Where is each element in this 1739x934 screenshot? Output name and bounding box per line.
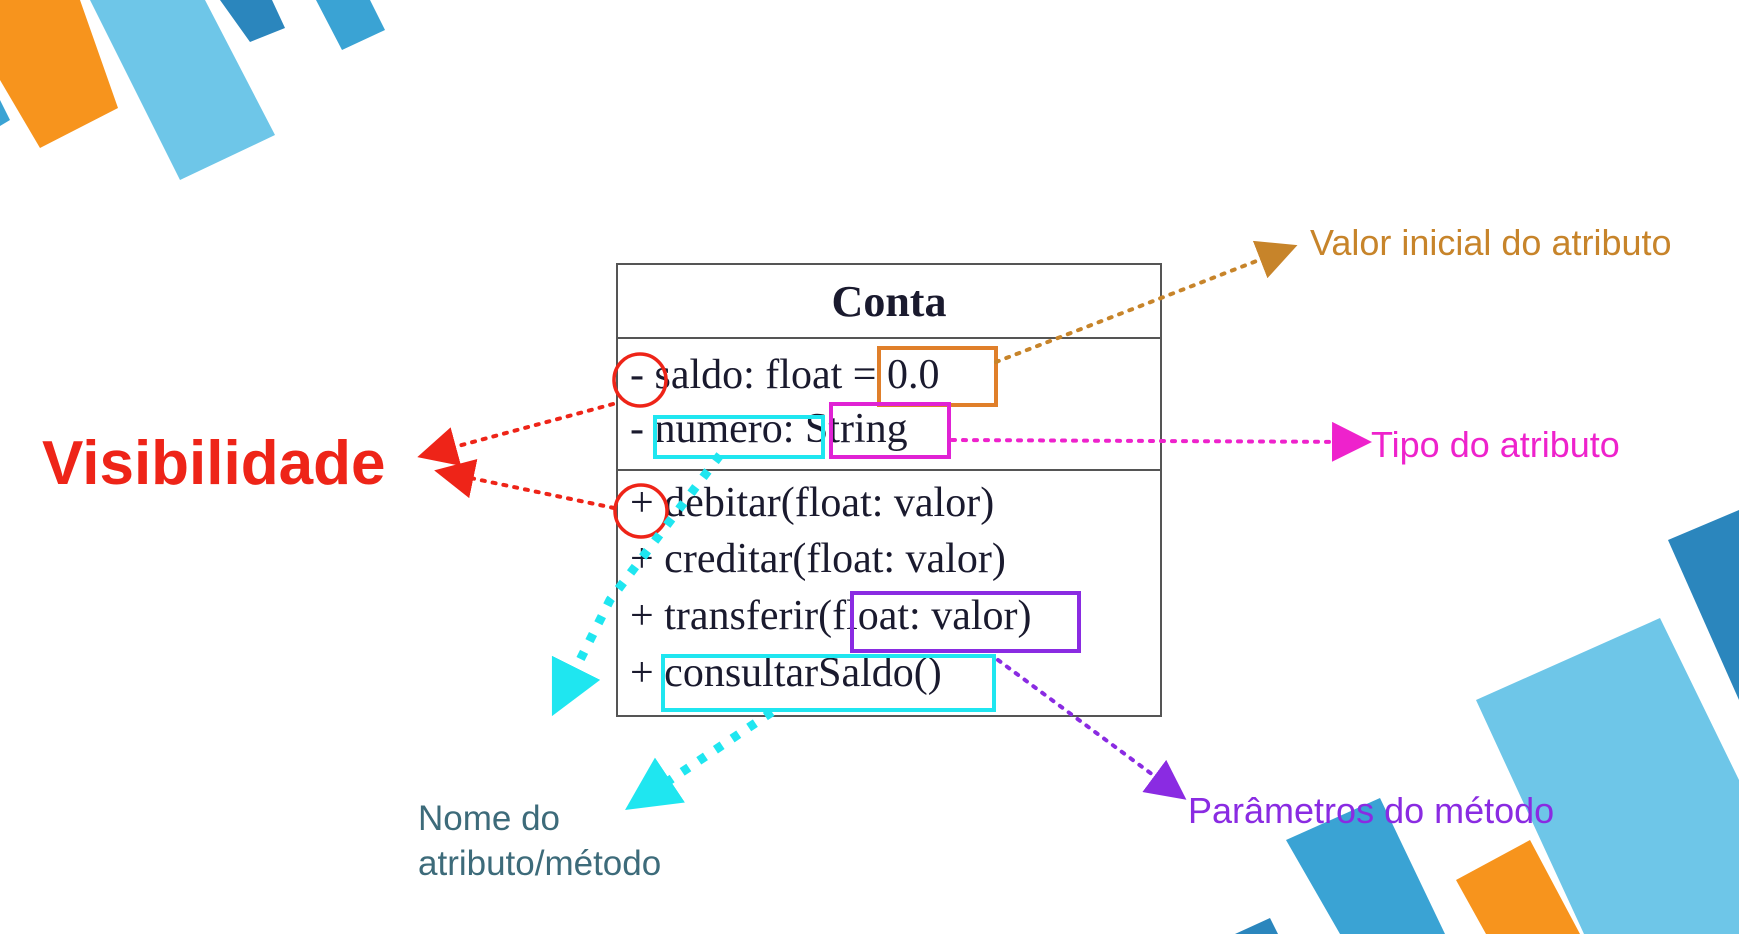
uml-methods-section: + debitar(float: valor) + creditar(float… [618, 471, 1160, 715]
deco-orange-bar-bottom [1456, 840, 1580, 934]
deco-blue-bar-bottom-small [1235, 918, 1278, 934]
uml-method-consultar-saldo: + consultarSaldo() [630, 650, 942, 696]
deco-blue-bar-left [0, 100, 10, 126]
uml-attribute-saldo: - saldo: float = 0.0 [630, 352, 940, 398]
attribute-type-label: Tipo do atributo [1371, 424, 1620, 465]
deco-light-blue-bar-top [90, 0, 275, 180]
name-label: Nome do atributo/método [418, 796, 661, 886]
uml-attribute-numero: - numero: String [630, 406, 908, 452]
uml-class-name: Conta [618, 265, 1160, 339]
name-label-line1: Nome do [418, 799, 561, 838]
deco-light-blue-bar-right [1476, 618, 1739, 934]
uml-method-transferir: + transferir(float: valor) [630, 593, 1032, 639]
deco-blue-bar-top-2 [316, 0, 385, 50]
deco-blue-bar-bottom [1286, 798, 1445, 934]
uml-attributes-section: - saldo: float = 0.0 - numero: String [618, 339, 1160, 471]
deco-blue-bar-top-1 [220, 0, 285, 42]
method-params-label: Parâmetros do método [1188, 790, 1555, 831]
deco-dark-blue-bar-right [1668, 510, 1739, 700]
deco-orange-bar-top [0, 0, 118, 148]
uml-method-debitar: + debitar(float: valor) [630, 480, 995, 526]
uml-method-creditar: + creditar(float: valor) [630, 536, 1006, 582]
visibility-label: Visibilidade [42, 429, 386, 498]
uml-class-box: Conta - saldo: float = 0.0 - numero: Str… [616, 263, 1162, 717]
name-label-line2: atributo/método [418, 844, 662, 883]
initial-value-label: Valor inicial do atributo [1310, 222, 1672, 263]
